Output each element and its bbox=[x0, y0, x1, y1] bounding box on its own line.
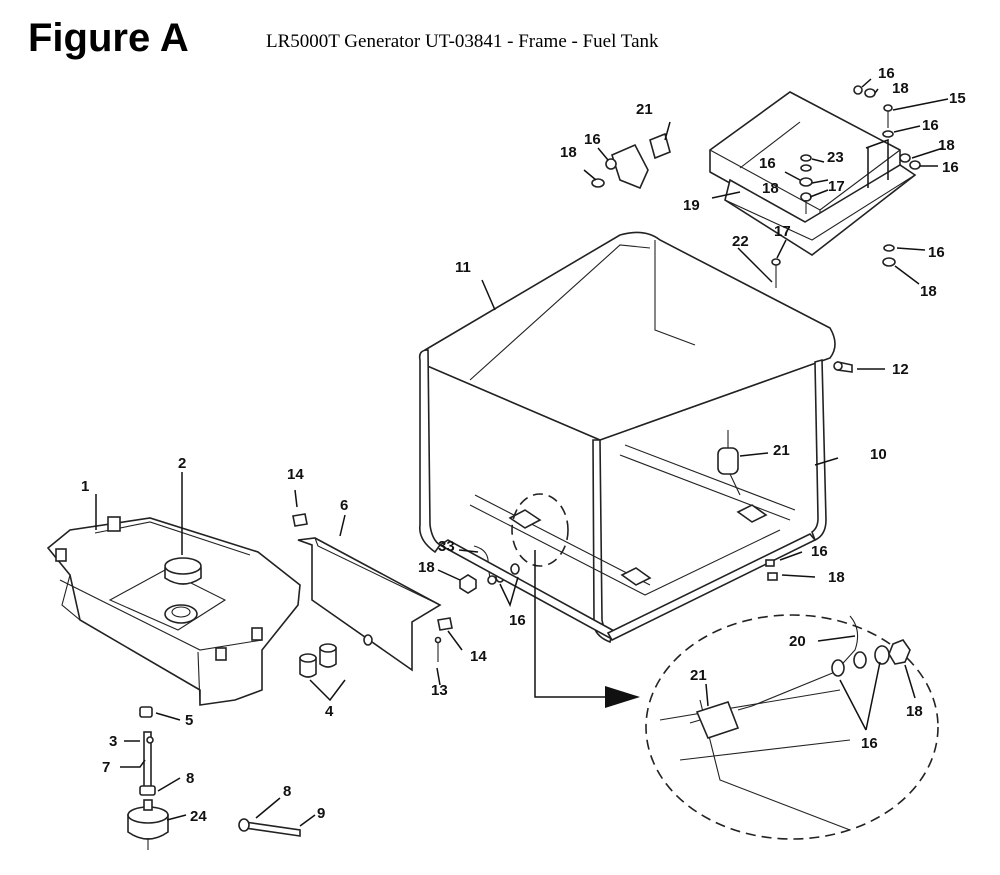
bracket-clip bbox=[611, 132, 671, 190]
drain-tube bbox=[238, 818, 301, 837]
callout-14-upper: 14 bbox=[287, 466, 304, 483]
hex-nut bbox=[459, 574, 477, 594]
callout-13: 13 bbox=[431, 682, 448, 699]
callout-16-right-upper: 16 bbox=[922, 117, 939, 134]
callout-3: 3 bbox=[109, 733, 117, 750]
callout-16-bracket-left: 16 bbox=[584, 131, 601, 148]
callout-33: 33 bbox=[438, 538, 455, 555]
callout-8-bottom: 8 bbox=[283, 783, 291, 800]
callout-7: 7 bbox=[102, 759, 110, 776]
bracket-hardware-top bbox=[853, 85, 876, 98]
fuel-cap bbox=[164, 557, 202, 585]
callout-5: 5 bbox=[185, 712, 193, 729]
bracket-bolt-22 bbox=[771, 258, 781, 288]
callouts: 1 2 5 3 7 8 24 8 9 4 14 6 13 14 33 18 16… bbox=[81, 65, 966, 825]
callout-19: 19 bbox=[683, 197, 700, 214]
fuel-tank bbox=[46, 516, 301, 706]
callout-18-frame: 18 bbox=[828, 569, 845, 586]
callout-18-detail: 18 bbox=[906, 703, 923, 720]
callout-12: 12 bbox=[892, 361, 909, 378]
callout-9: 9 bbox=[317, 805, 325, 822]
callout-24: 24 bbox=[190, 808, 207, 825]
callout-11: 11 bbox=[455, 259, 471, 276]
callout-17-upper: 17 bbox=[828, 178, 845, 195]
frame-bolt bbox=[833, 361, 853, 373]
callout-16-right-lower: 16 bbox=[928, 244, 945, 261]
callout-6: 6 bbox=[340, 497, 348, 514]
callout-18-right-lower: 18 bbox=[920, 283, 937, 300]
callout-23: 23 bbox=[827, 149, 844, 166]
mounting-bracket bbox=[709, 91, 917, 256]
callout-1: 1 bbox=[81, 478, 89, 495]
bracket-hardware-center bbox=[799, 154, 813, 214]
callout-10: 10 bbox=[870, 446, 887, 463]
callout-22: 22 bbox=[732, 233, 749, 250]
callout-21-bracket: 21 bbox=[636, 101, 653, 118]
callout-21-frame: 21 bbox=[773, 442, 790, 459]
figure-label: Figure A bbox=[28, 16, 189, 60]
callout-4: 4 bbox=[325, 703, 334, 720]
callout-8-left: 8 bbox=[186, 770, 194, 787]
callout-16-frame: 16 bbox=[811, 543, 828, 560]
callout-17-lower: 17 bbox=[774, 223, 791, 240]
fuel-filter-inframe bbox=[717, 430, 741, 496]
callout-18-tank: 18 bbox=[418, 559, 435, 576]
speed-nut-upper bbox=[292, 513, 308, 527]
page-title: LR5000T Generator UT-03841 - Frame - Fue… bbox=[266, 31, 659, 52]
callout-15: 15 bbox=[949, 90, 966, 107]
speed-nut-lower bbox=[437, 617, 453, 631]
bracket-hardware-left bbox=[591, 158, 617, 188]
callout-20: 20 bbox=[789, 633, 806, 650]
roll-frame bbox=[418, 231, 836, 644]
callout-16-detail: 16 bbox=[861, 735, 878, 752]
fuel-pickup-tube bbox=[139, 731, 156, 796]
leader-lines bbox=[95, 78, 949, 827]
callout-16-tank: 16 bbox=[509, 612, 526, 629]
callout-16-bracket-center: 16 bbox=[759, 155, 776, 172]
frame-nut-washer bbox=[765, 559, 778, 581]
callout-16-top: 16 bbox=[878, 65, 895, 82]
callout-18-right: 18 bbox=[938, 137, 955, 154]
callout-18-top: 18 bbox=[892, 80, 909, 97]
detail-inset bbox=[511, 493, 939, 840]
tank-rubber-mount bbox=[299, 643, 337, 678]
tank-bushing bbox=[139, 706, 153, 718]
bracket-hardware-right bbox=[882, 153, 921, 267]
bracket-bolt-15 bbox=[882, 104, 894, 138]
heat-shield bbox=[297, 537, 442, 672]
callout-18-bracket-center: 18 bbox=[762, 180, 779, 197]
callout-16-right: 16 bbox=[942, 159, 959, 176]
callout-18-bracket-left: 18 bbox=[560, 144, 577, 161]
callout-2: 2 bbox=[178, 455, 186, 472]
screw bbox=[434, 636, 442, 662]
callout-21-detail: 21 bbox=[690, 667, 707, 684]
callout-14-lower: 14 bbox=[470, 648, 487, 665]
fuel-filter-cup bbox=[127, 799, 169, 850]
